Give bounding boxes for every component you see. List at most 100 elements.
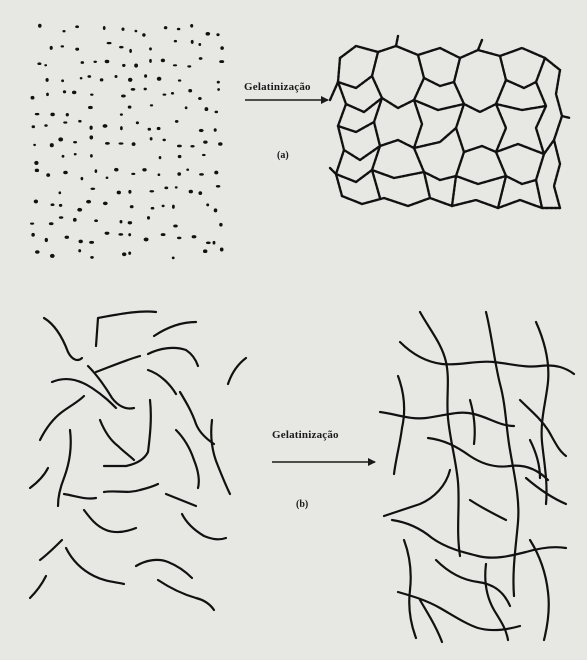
gelatinization-label-a: Gelatinização: [244, 81, 311, 93]
granule-dot: [95, 169, 98, 173]
granule-dot: [122, 252, 126, 256]
granule-dot: [172, 205, 175, 209]
granule-dot: [119, 142, 124, 144]
granule-dot: [118, 233, 123, 236]
granule-dot: [161, 59, 165, 63]
granule-dot: [219, 60, 224, 63]
granule-dot: [75, 48, 79, 51]
granule-dot: [198, 97, 202, 100]
granule-dot: [187, 65, 191, 67]
granule-dot: [50, 113, 55, 117]
granule-dot: [149, 190, 154, 192]
granule-dot: [105, 142, 110, 145]
granule-dot: [72, 91, 76, 95]
granule-dot: [44, 124, 47, 127]
granule-dot: [51, 203, 55, 206]
granule-dot: [78, 240, 82, 244]
granule-dot: [142, 33, 145, 36]
granule-dot: [114, 168, 119, 172]
granule-dot: [121, 95, 126, 98]
granule-dot: [62, 155, 65, 158]
granule-dot: [199, 173, 204, 176]
granule-dot: [31, 233, 35, 237]
granule-dot: [34, 200, 38, 204]
granule-dot: [107, 42, 112, 44]
granule-dot: [86, 200, 91, 204]
granule-dot: [38, 24, 42, 28]
granule-dot: [190, 145, 194, 148]
granule-dot: [31, 96, 35, 100]
granule-dot: [144, 88, 147, 91]
granule-dot: [46, 173, 50, 177]
granule-dot: [217, 88, 220, 91]
granule-dot: [199, 57, 203, 60]
granule-dot: [128, 106, 132, 109]
granule-dot: [34, 161, 38, 165]
granule-dot: [78, 120, 81, 123]
granule-dot: [220, 248, 224, 252]
granule-dot: [89, 135, 93, 139]
granule-dot: [35, 113, 40, 115]
granule-dot: [128, 233, 131, 236]
granule-dot: [178, 155, 182, 158]
granule-dot: [206, 32, 211, 36]
granule-dot: [103, 26, 106, 30]
dispersed-granules: [30, 24, 224, 260]
granule-dot: [120, 126, 123, 130]
granule-dot: [164, 187, 168, 190]
granule-dot: [206, 242, 211, 245]
granule-dot: [215, 111, 219, 114]
granule-dot: [120, 113, 123, 115]
granule-dot: [157, 77, 162, 81]
granule-dot: [218, 142, 222, 146]
granule-dot: [134, 64, 138, 68]
granule-dot: [174, 40, 177, 43]
granule-dot: [162, 205, 165, 208]
granule-dot: [90, 93, 93, 95]
granule-dot: [190, 24, 193, 28]
granule-dot: [161, 233, 166, 236]
granule-dot: [65, 236, 69, 239]
granule-dot: [87, 75, 91, 78]
granule-dot: [128, 190, 131, 194]
granule-dot: [35, 169, 39, 173]
granule-dot: [177, 145, 182, 148]
granule-dot: [122, 64, 125, 67]
panel-a-tag: (a): [277, 150, 289, 161]
granule-dot: [62, 30, 65, 32]
granule-dot: [35, 250, 40, 254]
granule-dot: [119, 46, 124, 49]
granule-dot: [100, 78, 104, 81]
granule-dot: [149, 59, 152, 63]
granule-dot: [185, 106, 188, 109]
granule-dot: [148, 128, 151, 131]
granule-dot: [32, 125, 36, 128]
granule-dot: [103, 124, 108, 128]
granule-dot: [58, 137, 63, 141]
granule-dot: [136, 121, 139, 124]
granule-dot: [37, 62, 41, 65]
granule-dot: [216, 185, 221, 188]
granule-dot: [90, 188, 95, 190]
granule-dot: [73, 141, 77, 143]
granule-dot: [90, 256, 94, 259]
granule-dot: [150, 104, 153, 106]
granule-dot: [59, 204, 62, 207]
granule-dot: [50, 254, 55, 258]
granule-dot: [213, 241, 216, 245]
granule-dot: [158, 173, 161, 176]
granule-dot: [50, 143, 54, 147]
granule-dot: [173, 64, 177, 66]
granule-dot: [105, 232, 110, 235]
granule-dot: [33, 144, 36, 146]
granule-dot: [63, 121, 67, 123]
granule-dot: [147, 216, 150, 219]
granule-dot: [144, 74, 147, 78]
granule-dot: [217, 81, 220, 84]
granule-dot: [205, 107, 209, 111]
granule-dot: [129, 49, 132, 53]
granule-dot: [214, 208, 218, 212]
granule-dot: [89, 126, 92, 130]
granule-dot: [199, 129, 204, 132]
granule-dot: [81, 177, 84, 180]
